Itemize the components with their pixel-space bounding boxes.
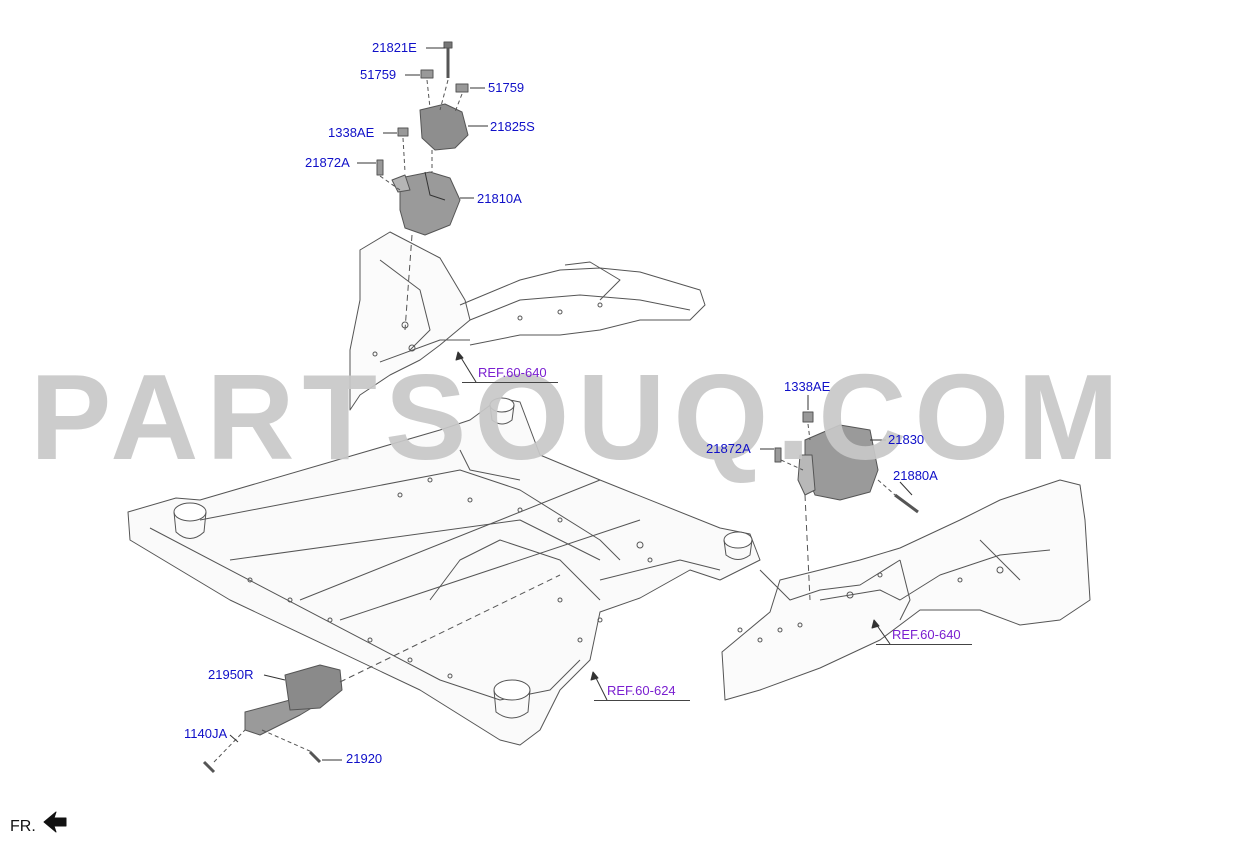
right-frame-member xyxy=(721,479,1091,701)
label-1338AE-right[interactable]: 1338AE xyxy=(784,379,831,394)
ref-underline-top xyxy=(462,382,558,383)
rear-roll-mount xyxy=(202,574,561,774)
label-21920[interactable]: 21920 xyxy=(346,751,383,766)
label-21825S[interactable]: 21825S xyxy=(490,119,535,134)
front-marker: FR. xyxy=(10,818,36,835)
subframe xyxy=(127,397,761,746)
leader-lines xyxy=(229,47,913,761)
label-51759-right[interactable]: 51759 xyxy=(488,80,525,95)
label-21880A[interactable]: 21880A xyxy=(893,468,938,483)
label-51759-left[interactable]: 51759 xyxy=(360,67,397,82)
label-21872A-right[interactable]: 21872A xyxy=(706,441,751,456)
ref-link-right[interactable]: REF.60-640 xyxy=(892,627,961,642)
label-1338AE-top[interactable]: 1338AE xyxy=(328,125,375,140)
watermark: PARTSOUQ.COM xyxy=(30,349,1127,485)
label-21810A[interactable]: 21810A xyxy=(477,191,522,206)
label-1140JA[interactable]: 1140JA xyxy=(184,726,228,741)
ref-underline-right xyxy=(876,644,972,645)
top-left-frame-member xyxy=(349,231,706,411)
top-mount-assembly xyxy=(376,41,469,331)
ref-link-subframe[interactable]: REF.60-624 xyxy=(607,683,676,698)
right-mount-assembly xyxy=(774,411,919,601)
ref-link-top[interactable]: REF.60-640 xyxy=(478,365,547,380)
ref-arrows xyxy=(455,351,891,701)
label-21950R[interactable]: 21950R xyxy=(208,667,254,682)
label-21830[interactable]: 21830 xyxy=(888,432,925,447)
label-21821E[interactable]: 21821E xyxy=(372,40,417,55)
label-21872A-top[interactable]: 21872A xyxy=(305,155,350,170)
front-arrow-icon xyxy=(43,811,67,833)
ref-underline-subframe xyxy=(594,700,690,701)
